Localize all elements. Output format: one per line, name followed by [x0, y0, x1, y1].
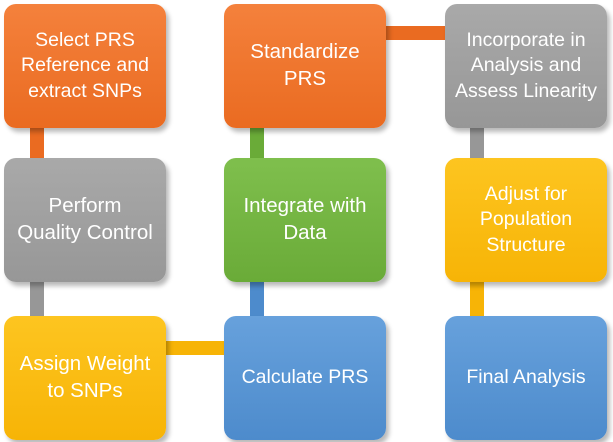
- step-assign-weight: Assign Weight to SNPs: [4, 316, 166, 440]
- connector-integrate-to-standardize: [250, 120, 264, 164]
- step-final-analysis: Final Analysis: [445, 316, 607, 440]
- connector-calculate-to-integrate: [250, 278, 264, 322]
- connector-incorporate-to-adjust: [470, 120, 484, 164]
- step-adjust-population-structure: Adjust for Population Structure: [445, 158, 607, 282]
- step-perform-quality-control: Perform Quality Control: [4, 158, 166, 282]
- step-incorporate-in-analysis: Incorporate in Analysis and Assess Linea…: [445, 4, 607, 128]
- step-calculate-prs: Calculate PRS: [224, 316, 386, 440]
- connector-adjust-to-final: [470, 278, 484, 322]
- connector-qc-to-assign: [30, 278, 44, 322]
- connector-assign-to-calculate: [158, 341, 230, 355]
- connector-standardize-to-incorporate: [380, 26, 452, 40]
- step-select-prs-reference: Select PRS Reference and extract SNPs: [4, 4, 166, 128]
- step-integrate-with-data: Integrate with Data: [224, 158, 386, 282]
- connector-select-to-qc: [30, 120, 44, 164]
- step-standardize-prs: Standardize PRS: [224, 4, 386, 128]
